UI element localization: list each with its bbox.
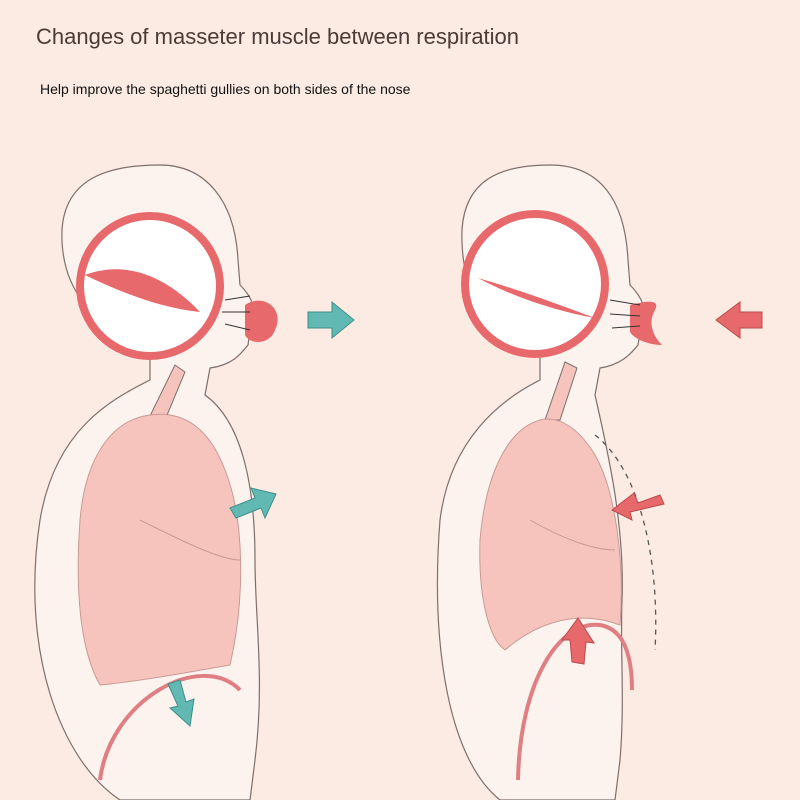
figure-right [436, 164, 763, 800]
lung-lobe-line [139, 519, 241, 561]
lung [77, 413, 242, 686]
masseter-muscle [478, 278, 595, 318]
diaphragm [98, 673, 242, 781]
arrow-out-of-nose-icon [307, 300, 355, 340]
arrow-into-nose-icon [715, 301, 763, 339]
airflow-arrows [609, 299, 641, 329]
page-subtitle: Help improve the spaghetti gullies on bo… [40, 81, 411, 97]
magnifier-circle [461, 210, 609, 358]
page-title: Changes of masseter muscle between respi… [36, 24, 520, 49]
airway [544, 361, 578, 421]
figure-left [34, 164, 355, 800]
lung-lobe-line [529, 519, 616, 551]
arrow-diaphragm-up-icon [561, 617, 595, 665]
nose-bulb [630, 301, 662, 345]
nose-bulb [245, 300, 278, 342]
chest-dashed-line [594, 434, 657, 651]
airflow-arrows [222, 295, 251, 331]
masseter-muscle [85, 269, 200, 312]
lung [479, 418, 622, 651]
arrow-diaphragm-down-icon [167, 679, 195, 727]
arrow-chest-outward-icon [229, 487, 277, 520]
arrow-chest-inward-icon [611, 492, 665, 521]
diaphragm [516, 622, 634, 781]
